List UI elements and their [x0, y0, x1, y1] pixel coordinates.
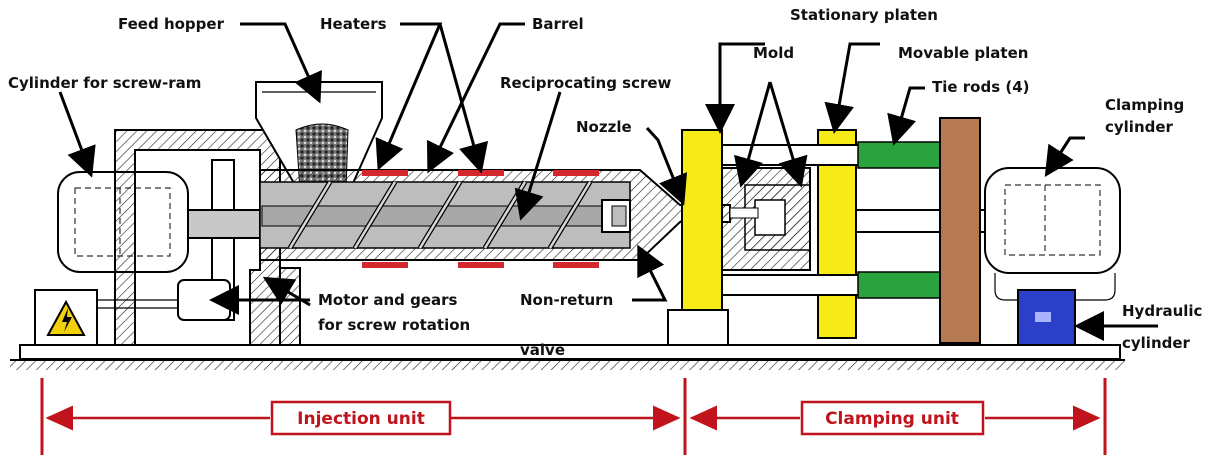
electrical-box — [34, 289, 98, 346]
leader-lines — [58, 22, 1158, 341]
label-clamping-cylinder-2: cylinder — [1105, 118, 1174, 136]
label-clamping-unit: Clamping unit — [825, 409, 959, 429]
electrical-hazard-icon — [62, 308, 72, 332]
label-stationary-platen: Stationary platen — [790, 6, 938, 24]
clamping-cylinder — [984, 167, 1121, 301]
label-feed-hopper: Feed hopper — [118, 15, 225, 33]
label-barrel: Barrel — [532, 15, 584, 33]
label-motor-gears-1: Motor and gears — [318, 291, 458, 309]
label-non-return-2: valve — [520, 341, 565, 359]
label-mold: Mold — [753, 44, 794, 62]
label-movable-platen: Movable platen — [898, 44, 1028, 62]
label-motor-gears-2: for screw rotation — [318, 316, 470, 334]
stationary-platen — [667, 129, 729, 346]
label-tie-rods: Tie rods (4) — [932, 78, 1030, 96]
label-injection-unit: Injection unit — [297, 409, 425, 429]
barrel-support — [279, 267, 301, 346]
label-non-return-1: Non-return — [520, 291, 613, 309]
label-heaters: Heaters — [320, 15, 387, 33]
hydraulic-cylinder — [1017, 289, 1076, 346]
clamp-assembly — [855, 117, 987, 344]
clamping-unit-dimension: Clamping unit — [689, 378, 1107, 455]
label-nozzle: Nozzle — [576, 118, 632, 136]
label-cylinder-screw-ram: Cylinder for screw-ram — [8, 74, 201, 92]
label-reciprocating-screw: Reciprocating screw — [500, 74, 672, 92]
label-hydraulic-cylinder-2: cylinder — [1122, 334, 1191, 352]
label-clamping-cylinder-1: Clamping — [1105, 96, 1184, 114]
machine-base — [10, 344, 1125, 370]
label-hydraulic-cylinder-1: Hydraulic — [1122, 302, 1202, 320]
tie-rods — [721, 141, 941, 299]
mold — [721, 167, 811, 271]
drive-shaft — [187, 209, 269, 239]
injection-unit-dimension: Injection unit — [40, 378, 687, 455]
